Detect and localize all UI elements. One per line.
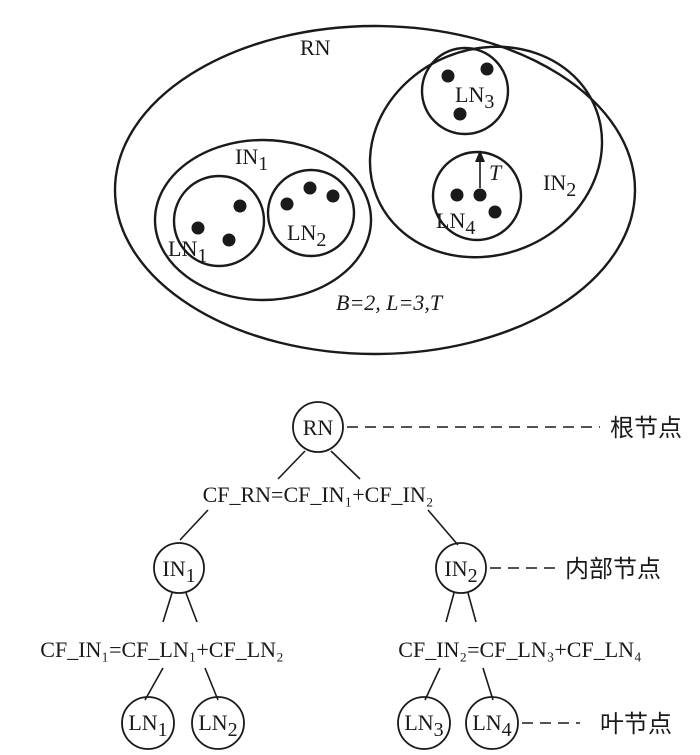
ln1-cluster-label: LN1: [168, 236, 207, 267]
tree-ln4-label: LN4: [472, 710, 511, 741]
edge: [277, 450, 306, 480]
in2-cluster-ellipse: [368, 45, 604, 259]
ln3-cluster-circle: [420, 46, 510, 136]
edge: [204, 667, 219, 701]
threshold-label: T: [489, 160, 503, 185]
ln2-cluster-label: LN2: [287, 220, 326, 251]
edge: [144, 667, 164, 701]
ln2-point: [303, 181, 317, 195]
edge: [427, 509, 459, 546]
edge: [467, 592, 477, 623]
tree-ln2-label: LN2: [198, 710, 237, 741]
tree-ln2-node: [191, 696, 245, 750]
legend-root: 根节点: [610, 414, 682, 442]
ln4-point: [473, 188, 487, 202]
edge: [185, 592, 198, 623]
ln3-cluster-label: LN3: [455, 82, 494, 113]
ln4-point: [450, 188, 464, 202]
ln4-point: [488, 205, 502, 219]
edge: [162, 592, 173, 623]
in1-cluster-ellipse: [153, 138, 373, 302]
edge: [482, 667, 494, 701]
in2-cluster-label: IN2: [543, 170, 576, 201]
tree-in1-label: IN1: [162, 556, 195, 587]
tree-ln3-label: LN3: [404, 710, 443, 741]
tree-in1-node: [153, 542, 205, 594]
tree-root-label: RN: [303, 415, 334, 440]
ln1-point: [233, 199, 247, 213]
tree-ln1-label: LN1: [128, 710, 167, 741]
ln1-point: [222, 233, 236, 247]
edge: [330, 450, 361, 480]
tree-ln1-node: [121, 696, 175, 750]
tree-root-node: [292, 401, 344, 453]
ln2-cluster-circle: [266, 168, 356, 258]
ln1-point: [191, 221, 205, 235]
edge: [424, 667, 441, 701]
edge: [179, 509, 209, 541]
in1-cluster-label: IN1: [235, 144, 268, 175]
parameters-label: B=2, L=3,T: [336, 290, 444, 315]
tree-ln4-node: [465, 696, 519, 750]
ln4-cluster-circle: [431, 150, 523, 242]
ln4-cluster-label: LN4: [436, 208, 475, 239]
tree-in2-label: IN2: [444, 556, 477, 587]
threshold-arrowhead: [475, 150, 485, 162]
legend-internal: 内部节点: [565, 555, 661, 583]
tree-in2-node: [435, 542, 487, 594]
cf-tree: RN 根节点 CF_RN=CF_IN₁+CF_IN₂ IN1 IN2 内部节点 …: [40, 401, 682, 750]
ln3-point: [453, 107, 467, 121]
in1-cf-formula: CF_IN₁=CF_LN₁+CF_LN₂: [40, 637, 283, 662]
ln1-cluster-circle: [172, 174, 266, 268]
edge: [445, 592, 455, 623]
root-cluster-label: RN: [300, 35, 331, 60]
legend-leaf: 叶节点: [600, 710, 672, 738]
root-cluster-ellipse: [113, 24, 637, 356]
cluster-diagram: RN IN1 LN1 LN2 IN2 LN3 T LN4 B=: [113, 24, 637, 356]
ln3-point: [441, 69, 455, 83]
ln2-point: [326, 189, 340, 203]
ln2-point: [280, 197, 294, 211]
tree-ln3-node: [397, 696, 451, 750]
ln3-point: [480, 62, 494, 76]
in2-cf-formula: CF_IN₂=CF_LN₃+CF_LN₄: [398, 637, 641, 662]
root-cf-formula: CF_RN=CF_IN₁+CF_IN₂: [203, 482, 434, 507]
